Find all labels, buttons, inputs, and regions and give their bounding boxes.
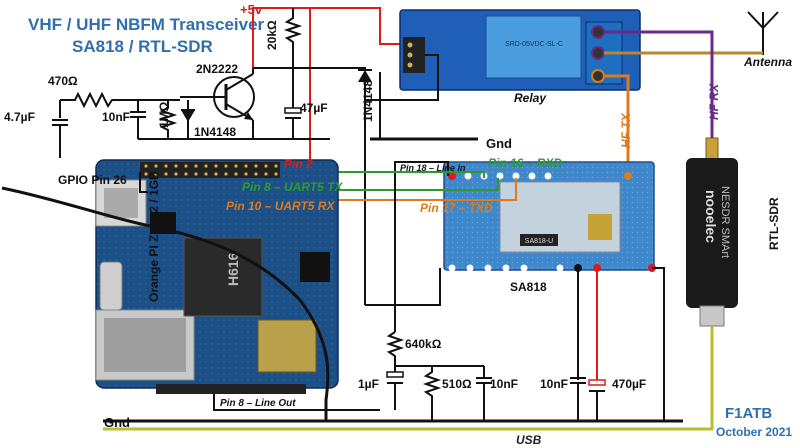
c47u-plate-a — [284, 107, 302, 114]
q-label: 2N2222 — [196, 62, 238, 76]
pin8-tx-label: Pin 8 – UART5 TX — [242, 180, 343, 194]
gpio26-label: GPIO Pin 26 — [58, 173, 127, 187]
gpio-header — [140, 162, 280, 178]
vcc-wire-sa818 — [596, 267, 652, 380]
c47u-label: 47µF — [300, 101, 328, 115]
pin16-label: Pin 16 – RXD — [488, 156, 562, 170]
relay-terminal-no — [591, 69, 605, 83]
sdr-sma-connector — [705, 137, 719, 161]
usb-c-port — [99, 261, 123, 311]
date-label: October 2021 — [716, 425, 792, 439]
vcc-wire-top — [252, 7, 402, 45]
line-in-wire — [394, 161, 449, 176]
c470u-label: 470µF — [612, 377, 646, 391]
soc-label: H616 — [225, 252, 241, 286]
relay-label: Relay — [514, 91, 547, 105]
antenna-label: Antenna — [743, 55, 792, 69]
sdr-model: NESDR SMArt — [719, 186, 731, 258]
relay-marking: SRD-05VDC-SL-C — [505, 41, 563, 48]
d-left-diode — [181, 110, 195, 122]
r470-label: 470Ω — [48, 74, 78, 88]
r1m-resistor — [158, 100, 178, 139]
c470u-plate-a — [588, 379, 606, 386]
title-line-1: VHF / UHF NBFM Transceiver — [28, 15, 265, 34]
c1u-label: 1µF — [358, 377, 379, 391]
wifi-module — [257, 319, 317, 373]
r20k-label: 20kΩ — [265, 20, 279, 50]
sa818-pins-top — [448, 172, 632, 180]
relay-terminal-com — [591, 46, 605, 60]
r470-resistor — [60, 91, 180, 109]
c10n-mid-label: 10nF — [490, 377, 518, 391]
hf-tx-label: HF TX — [619, 112, 633, 148]
d-left-label: 1N4148 — [194, 125, 236, 139]
sdr-usb-plug — [699, 305, 725, 327]
pin17-label: Pin 17 – TXD — [420, 201, 493, 215]
sa818-label: SA818 — [510, 280, 547, 294]
r510-label: 510Ω — [442, 377, 472, 391]
sa818-chip-label: SA818-U — [525, 238, 553, 245]
title-line-2: SA818 / RTL-SDR — [72, 37, 213, 56]
pin2-label: Pin 2 — [284, 157, 313, 171]
relay-terminal-nc — [591, 25, 605, 39]
board-label: Orange PI Zero 2 / 1GB — [147, 171, 161, 302]
r640k-resistor — [385, 331, 405, 366]
bottom-header — [156, 384, 306, 394]
soc-chip — [183, 237, 263, 317]
author-label: F1ATB — [725, 405, 772, 422]
c1u-plate-a — [386, 371, 404, 378]
vcc-label: +5v — [240, 2, 263, 17]
r510-resistor — [422, 366, 442, 421]
rtl-sdr-label: RTL-SDR — [767, 197, 781, 250]
pin8-lineout-label: Pin 8 – Line Out — [220, 398, 296, 409]
pin18-label: Pin 18 – Line In — [400, 163, 466, 173]
c10n-left-label: 10nF — [102, 110, 130, 124]
pin10-rx-label: Pin 10 – UART5 RX — [226, 199, 335, 213]
d-right-diode — [358, 70, 372, 82]
c10n-right-label: 10nF — [540, 377, 568, 391]
hf-rx-label: HF RX — [707, 83, 721, 120]
r20k-resistor — [253, 8, 303, 69]
relay-header — [403, 37, 425, 73]
relay-coil — [485, 15, 582, 79]
hf-tx-wire — [604, 74, 630, 180]
c4u7-label: 4.7µF — [4, 110, 35, 124]
rtl-sdr-dongle — [686, 158, 738, 308]
hf-rx-wire — [604, 30, 714, 140]
usb-label: USB — [516, 433, 542, 447]
line-out-wire — [213, 394, 380, 411]
sdr-brand: nooelec — [703, 190, 719, 243]
r640k-label: 640kΩ — [405, 337, 442, 351]
wifi-antenna-cable — [1, 186, 330, 421]
gnd-label-bottom: Gnd — [104, 415, 130, 430]
gnd-label-top: Gnd — [486, 136, 512, 151]
